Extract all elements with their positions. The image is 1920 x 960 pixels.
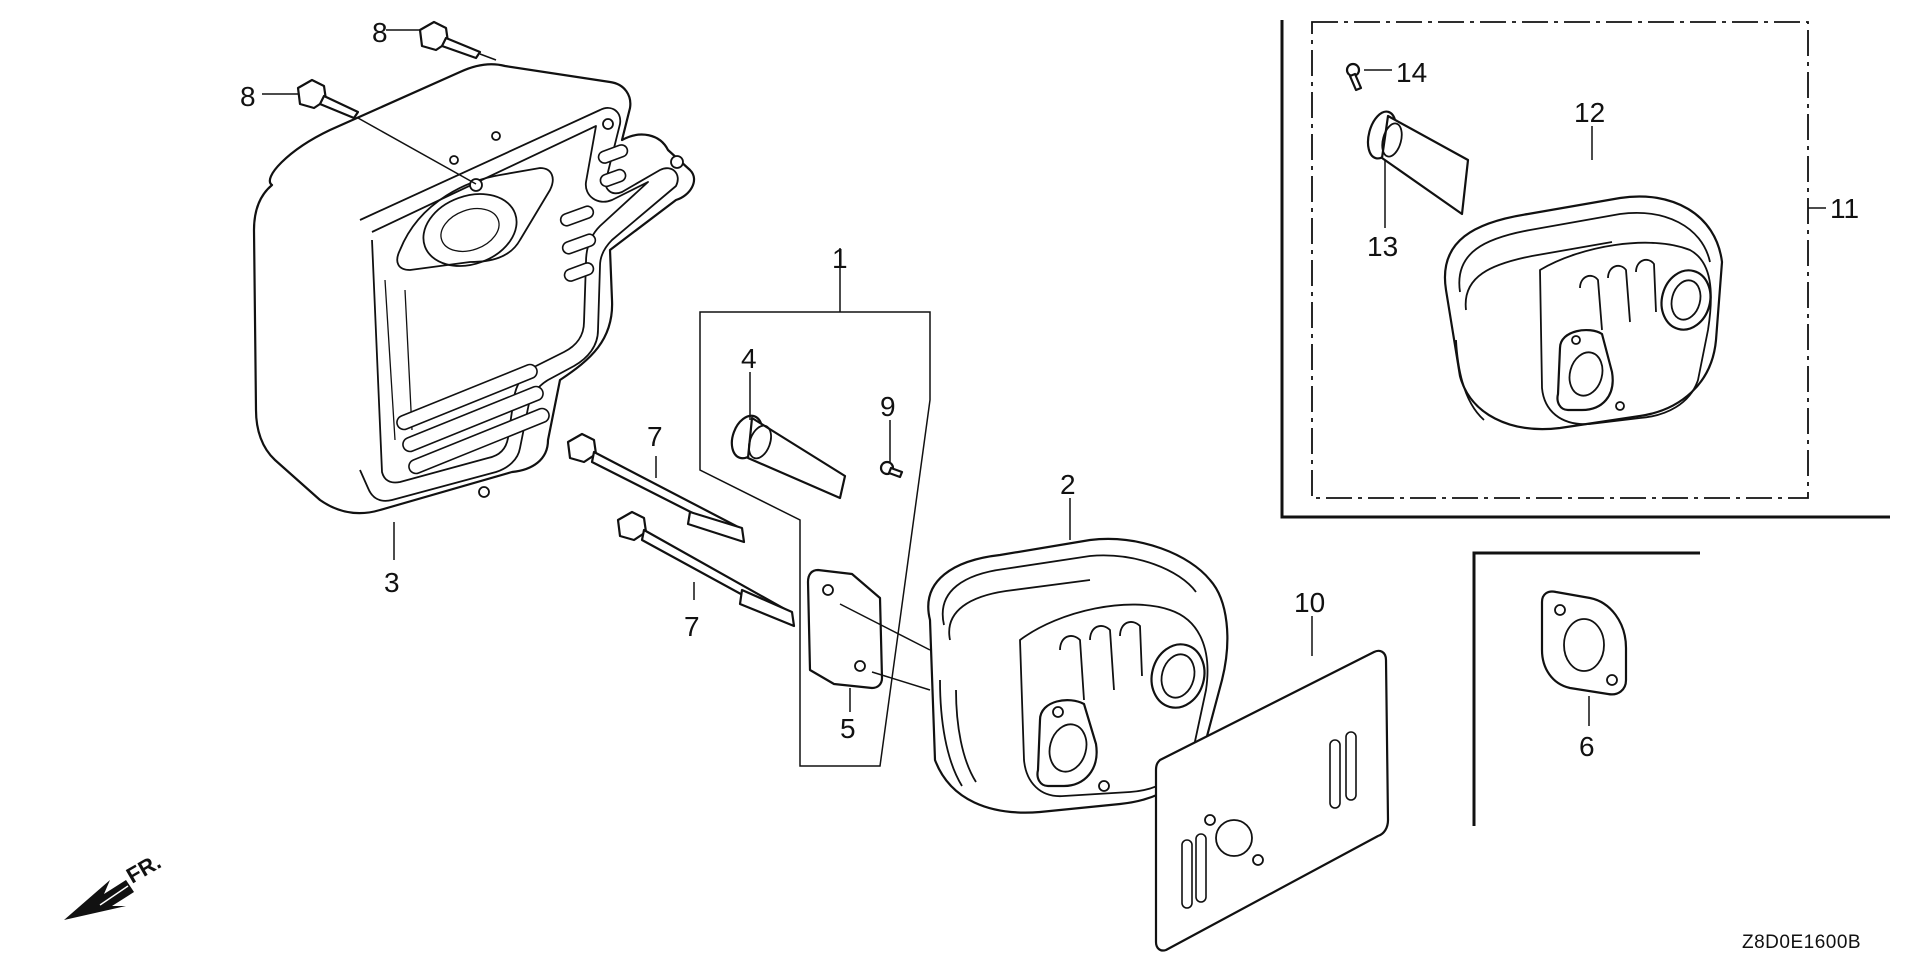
front-direction-arrow-icon: FR.	[64, 849, 165, 920]
stud-bolt-lower	[616, 510, 796, 628]
tapping-screw	[879, 460, 904, 479]
stud-bolt-upper	[566, 432, 746, 544]
callout-12: 12	[1574, 97, 1605, 128]
muffler-option	[1443, 195, 1724, 431]
callout-4: 4	[741, 343, 757, 374]
exhaust-gasket	[1540, 590, 1628, 696]
flange-bolt-lower	[296, 78, 360, 120]
callout-10: 10	[1294, 587, 1325, 618]
callout-5: 5	[840, 713, 856, 744]
muffler-heat-plate	[1154, 649, 1390, 952]
option-set-bracket	[1280, 20, 1890, 519]
spark-arrester-option	[1366, 110, 1470, 216]
callout-3: 3	[384, 567, 400, 598]
muffler-gasket	[806, 568, 884, 690]
callout-8-lower: 8	[240, 81, 256, 112]
spark-arrester	[730, 414, 847, 500]
muffler-assembly-bracket	[699, 311, 931, 767]
callout-13: 13	[1367, 231, 1398, 262]
callouts: 8 8 3 1 4 9 7 7 5 2 10 14 13 12 11 6	[240, 17, 1859, 762]
callout-8-upper: 8	[372, 17, 388, 48]
callout-2: 2	[1060, 469, 1076, 500]
muffler	[927, 537, 1229, 814]
callout-9: 9	[880, 391, 896, 422]
muffler-protector	[252, 63, 696, 515]
leader-lines	[262, 29, 1826, 726]
diagram-code: Z8D0E1600B	[1742, 932, 1861, 953]
direction-label: FR.	[122, 849, 165, 888]
option-set-frame	[1311, 21, 1809, 499]
callout-6: 6	[1579, 731, 1595, 762]
callout-7-upper: 7	[647, 421, 663, 452]
part-6-bracket	[1472, 551, 1700, 826]
callout-14: 14	[1396, 57, 1427, 88]
callout-1: 1	[832, 243, 848, 274]
flange-bolt-upper	[418, 20, 482, 60]
callout-11: 11	[1830, 193, 1859, 224]
callout-7-lower: 7	[684, 611, 700, 642]
screw-small	[1345, 62, 1363, 92]
